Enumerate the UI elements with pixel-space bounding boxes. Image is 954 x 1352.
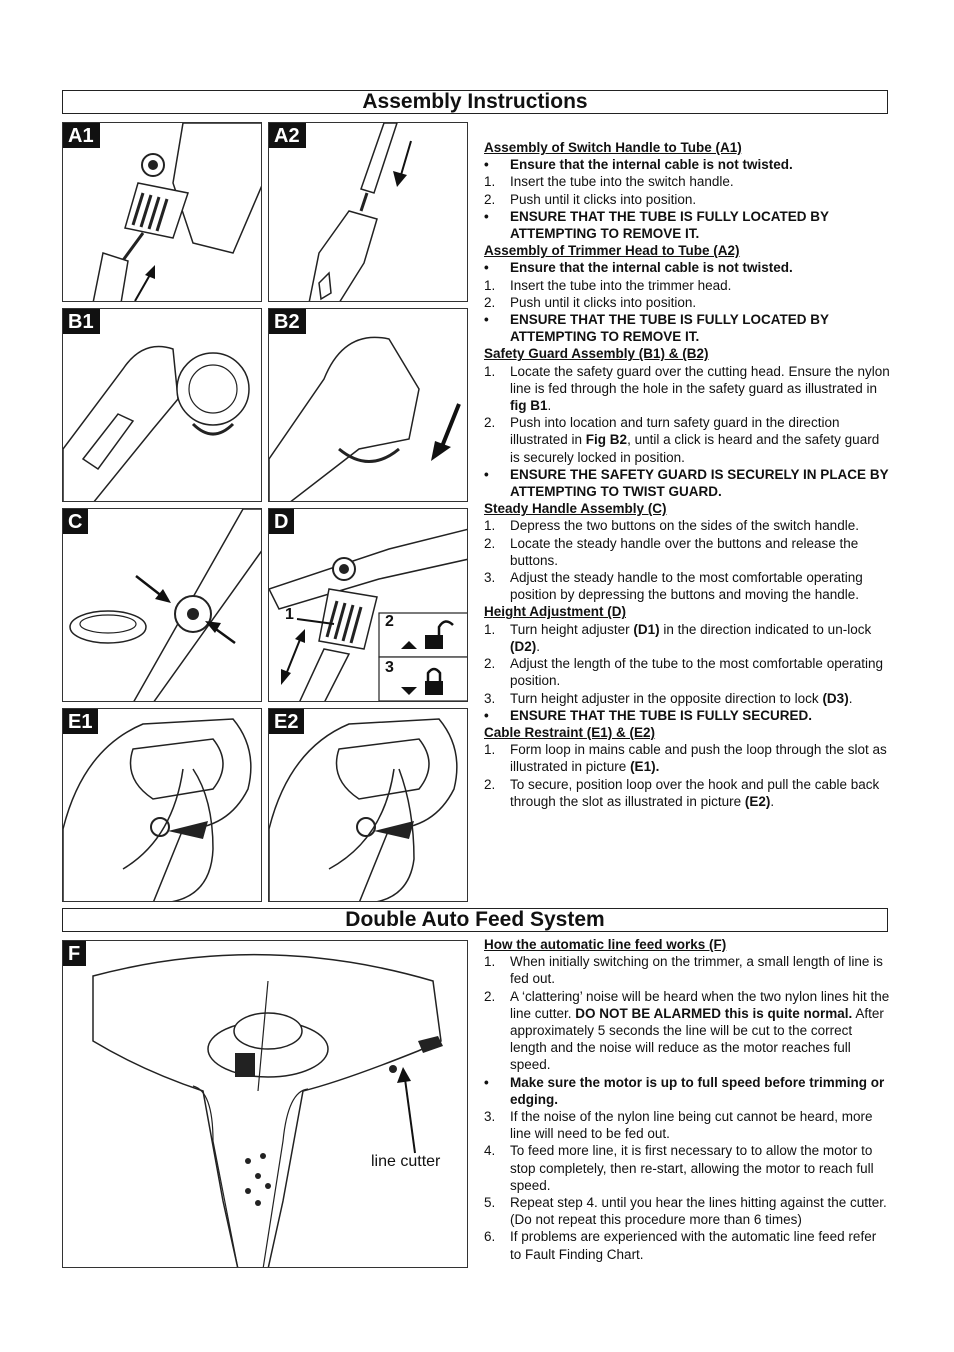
figure-e1: E1	[62, 708, 262, 902]
figure-b1: B1	[62, 308, 262, 502]
heading-switch-handle: Assembly of Switch Handle to Tube (A1)	[484, 140, 742, 155]
figure-a2: A2	[268, 122, 468, 302]
list-item: 1.Turn height adjuster (D1) in the direc…	[484, 621, 872, 654]
d-label-3: 3	[385, 659, 394, 676]
list-item: 2.Push into location and turn safety gua…	[484, 415, 880, 465]
figure-d: D 1 2 3	[268, 508, 468, 702]
figure-label-e2: E2	[269, 709, 305, 734]
list-item: 2.Locate the steady handle over the butt…	[484, 535, 859, 568]
assembly-instructions-text: Assembly of Switch Handle to Tube (A1) •…	[484, 139, 890, 810]
figure-label-e1: E1	[63, 709, 99, 734]
cable-restraint-e2-illustration	[269, 718, 458, 901]
list-item: 1.Insert the tube into the switch handle…	[484, 174, 734, 190]
height-adjustment-illustration	[269, 528, 467, 701]
safety-guard-b2-illustration	[269, 336, 461, 501]
heading-trimmer-head: Assembly of Trimmer Head to Tube (A2)	[484, 243, 740, 259]
figure-label-b2: B2	[269, 309, 306, 334]
d-label-2: 2	[385, 613, 394, 630]
figure-a1: A1	[62, 122, 262, 302]
list-item: •ENSURE THE SAFETY GUARD IS SECURELY IN …	[484, 466, 889, 500]
cable-restraint-e1-illustration	[63, 718, 252, 901]
steady-handle-illustration	[69, 509, 261, 701]
figure-label-f: F	[63, 941, 87, 966]
list-item: 1.Insert the tube into the trimmer head.	[484, 277, 732, 293]
line-cutter-label: line cutter	[371, 1153, 441, 1170]
d-label-1: 1	[285, 606, 294, 623]
figure-b2: B2	[268, 308, 468, 502]
list-item: 1.Locate the safety guard over the cutti…	[484, 363, 890, 414]
heading-auto-feed: How the automatic line feed works (F)	[484, 937, 727, 952]
figure-c: C	[62, 508, 262, 702]
heading-height-adjustment: Height Adjustment (D)	[484, 604, 626, 620]
figure-label-b1: B1	[63, 309, 100, 334]
list-item: 3.If the noise of the nylon line being c…	[484, 1109, 873, 1142]
list-item: 1.Form loop in mains cable and push the …	[484, 742, 887, 775]
list-item: 3.Adjust the steady handle to the most c…	[484, 570, 863, 603]
trimmer-head-tube-illustration	[308, 123, 412, 301]
list-item: •Ensure that the internal cable is not t…	[484, 260, 793, 276]
figure-label-c: C	[63, 509, 89, 534]
switch-handle-illustration	[92, 123, 261, 301]
list-item: 3.Turn height adjuster in the opposite d…	[484, 690, 853, 706]
auto-feed-text: How the automatic line feed works (F) 1.…	[484, 936, 890, 1263]
safety-guard-b1-illustration	[63, 345, 250, 501]
heading-cable-restraint: Cable Restraint (E1) & (E2)	[484, 724, 656, 740]
list-item: 2.A ‘clattering’ noise will be heard whe…	[484, 988, 890, 1073]
section-title-assembly: Assembly Instructions	[62, 90, 888, 114]
list-item: 2.Push until it clicks into position.	[484, 191, 697, 207]
list-item: 5.Repeat step 4. until you hear the line…	[484, 1195, 887, 1228]
list-item: •ENSURE THAT THE TUBE IS FULLY SECURED.	[484, 707, 813, 723]
list-item: 1.When initially switching on the trimme…	[484, 954, 883, 987]
list-item: 4.To feed more line, it is first necessa…	[484, 1143, 874, 1193]
figure-e2: E2	[268, 708, 468, 902]
auto-feed-head-illustration	[92, 953, 443, 1267]
heading-steady-handle: Steady Handle Assembly (C)	[484, 501, 667, 517]
heading-safety-guard: Safety Guard Assembly (B1) & (B2)	[484, 346, 709, 362]
figure-label-a2: A2	[269, 123, 306, 148]
figure-f: F line cutter	[62, 940, 468, 1268]
list-item: •Make sure the motor is up to full speed…	[484, 1074, 885, 1107]
list-item: 2.To secure, position loop over the hook…	[484, 776, 880, 809]
figure-label-a1: A1	[63, 123, 100, 148]
list-item: 2.Push until it clicks into position.	[484, 294, 697, 310]
list-item: •Ensure that the internal cable is not t…	[484, 157, 793, 173]
list-item: 2.Adjust the length of the tube to the m…	[484, 656, 883, 689]
list-item: 6.If problems are experienced with the a…	[484, 1229, 877, 1262]
section-title-auto-feed: Double Auto Feed System	[62, 908, 888, 932]
list-item: 1.Depress the two buttons on the sides o…	[484, 518, 859, 534]
list-item: •ENSURE THAT THE TUBE IS FULLY LOCATED B…	[484, 208, 829, 242]
figure-label-d: D	[269, 509, 295, 534]
list-item: •ENSURE THAT THE TUBE IS FULLY LOCATED B…	[484, 312, 829, 345]
